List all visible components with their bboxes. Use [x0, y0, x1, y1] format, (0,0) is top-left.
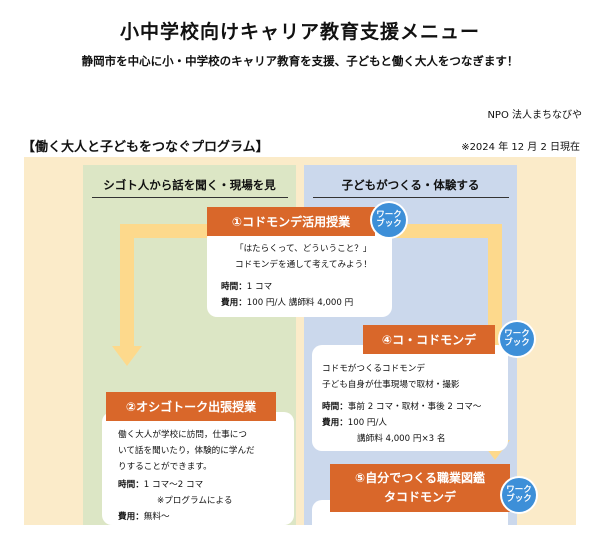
program-title-co-kodomonde: ④コ・コドモンデ — [363, 325, 495, 354]
right-heading-underline — [313, 197, 509, 198]
left-heading-underline — [92, 197, 288, 198]
organization-name: NPO 法人まちなびや — [487, 110, 582, 121]
program-title-kodomonde: ①コドモンデ活用授業 — [207, 207, 375, 236]
program-fee: 費用：100 円/人 — [322, 418, 388, 428]
left-column-heading: シゴト人から話を聞く・現場を見 — [103, 178, 276, 192]
section-title: 【働く大人と子どもをつなぐプログラム】 — [22, 140, 269, 155]
program-desc: コドモンデを通して考えてみよう！ — [235, 260, 372, 270]
program-card-co-kodomonde[interactable] — [312, 345, 508, 451]
program-desc: いて話を聞いたり，体験的に学んだ — [118, 446, 255, 456]
workbook-badge-icon: ワークブック — [372, 203, 406, 237]
program-card-kodomonde[interactable] — [207, 228, 392, 317]
right-column-heading: 子どもがつくる・体験する — [341, 178, 480, 192]
program-time: 時間：1 コマ — [221, 282, 273, 292]
page-subtitle: 静岡市を中心に小・中学校のキャリア教育を支援、子どもと働く大人をつなぎます！ — [81, 54, 519, 68]
program-time: 時間：事前 2 コマ・取材・事後 2 コマ〜 — [322, 402, 482, 412]
program-desc: 働く大人が学校に訪問，仕事につ — [118, 430, 247, 440]
program-desc: 子ども自身が仕事現場で取材・撮影 — [322, 380, 460, 390]
workbook-badge-icon: ワークブック — [502, 478, 536, 512]
program-fee-detail: 講師料 4,000 円×3 名 — [357, 434, 446, 444]
program-fee: 費用：100 円/人 講師料 4,000 円 — [221, 298, 354, 308]
program-time-note: ※プログラムによる — [157, 496, 233, 506]
program-title-takodomonde: ⑤自分でつくる職業図鑑 タコドモンデ — [330, 464, 510, 512]
program-time: 時間：1 コマ〜2 コマ — [118, 480, 204, 490]
as-of-date: ※2024 年 12 月 2 日現在 — [461, 142, 580, 153]
program-fee: 費用：無料〜 — [118, 512, 170, 522]
program-card-oshigotalk[interactable] — [102, 412, 294, 525]
program-title-oshigotalk: ②オシゴトーク出張授業 — [106, 392, 276, 421]
program-desc: コドモがつくるコドモンデ — [322, 364, 425, 374]
page-title: 小中学校向けキャリア教育支援メニュー — [119, 21, 480, 43]
program-desc: 「はたらくって、どういうこと？」 — [235, 244, 372, 254]
workbook-badge-icon: ワークブック — [500, 322, 534, 356]
program-desc: りすることができます。 — [118, 462, 212, 472]
